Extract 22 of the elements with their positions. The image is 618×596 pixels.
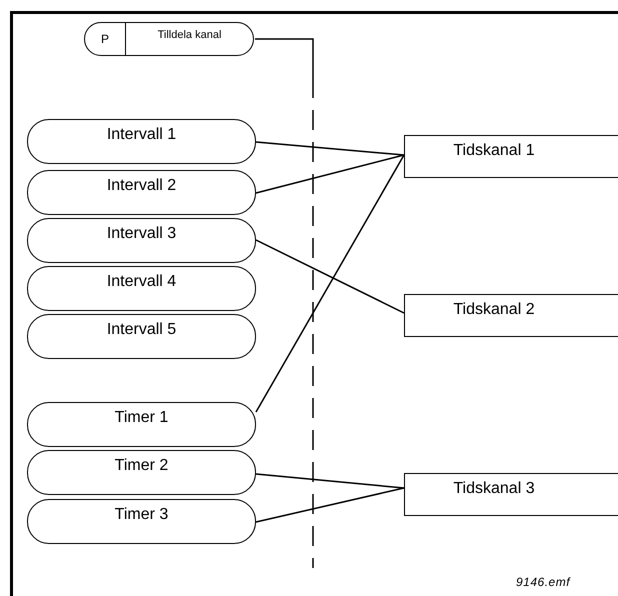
rounded-box: Intervall 1 bbox=[27, 119, 256, 164]
rounded-box: Timer 2 bbox=[27, 450, 256, 495]
rounded-box: Intervall 2 bbox=[27, 170, 256, 215]
parameter-name: Tilldela kanal bbox=[158, 29, 222, 43]
channel-box: Tidskanal 2 bbox=[404, 294, 618, 337]
connector-line bbox=[256, 239, 404, 314]
rounded-box: Intervall 4 bbox=[27, 266, 256, 311]
channel-box: Tidskanal 3 bbox=[404, 473, 618, 516]
connector-line bbox=[256, 154, 404, 194]
rounded-box: Intervall 5 bbox=[27, 314, 256, 359]
connector-line bbox=[256, 141, 404, 156]
rounded-box: Timer 1 bbox=[27, 402, 256, 447]
rounded-box: Timer 3 bbox=[27, 499, 256, 544]
connector-line bbox=[255, 154, 405, 412]
dashed-line bbox=[255, 38, 314, 568]
channel-box: Tidskanal 1 bbox=[404, 135, 618, 178]
file-name-note: 9146.emf bbox=[516, 575, 570, 589]
connector-line bbox=[256, 473, 404, 489]
parameter-box bbox=[84, 22, 254, 56]
connector-line bbox=[256, 487, 404, 523]
parameter-code: P bbox=[100, 32, 109, 46]
rounded-box: Intervall 3 bbox=[27, 218, 256, 263]
